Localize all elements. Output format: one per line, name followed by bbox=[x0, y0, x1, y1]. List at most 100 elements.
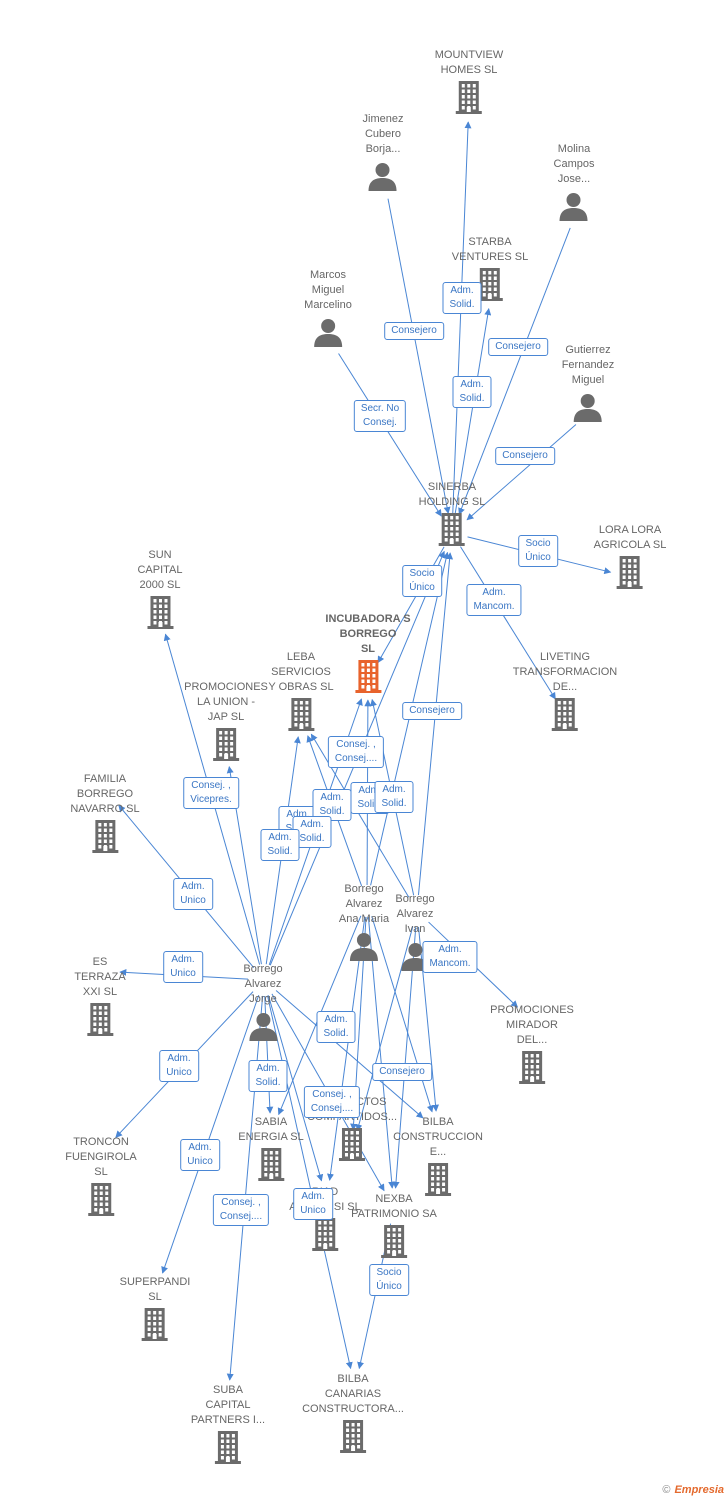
copyright-symbol: © bbox=[662, 1484, 671, 1496]
node-ana[interactable]: Borrego Alvarez Ana Maria bbox=[339, 882, 389, 961]
node-molina[interactable]: Molina Campos Jose... bbox=[553, 142, 595, 221]
node-sabia[interactable]: SABIA ENERGIA SL bbox=[238, 1115, 304, 1181]
building-icon bbox=[380, 1225, 407, 1258]
building-icon bbox=[87, 1003, 113, 1036]
building-icon bbox=[552, 698, 578, 731]
relation-label[interactable]: Consej. , Vicepres. bbox=[183, 777, 239, 809]
node-label: SABIA ENERGIA SL bbox=[238, 1116, 304, 1143]
node-suba[interactable]: SUBA CAPITAL PARTNERS I... bbox=[191, 1383, 265, 1464]
relation-label[interactable]: Consejero bbox=[488, 338, 548, 356]
node-bilba-can[interactable]: BILBA CANARIAS CONSTRUCTORA... bbox=[302, 1372, 404, 1453]
node-starba[interactable]: STARBA VENTURES SL bbox=[452, 235, 528, 301]
node-sun[interactable]: SUN CAPITAL 2000 SL bbox=[137, 548, 183, 629]
relation-label[interactable]: Consejero bbox=[384, 322, 444, 340]
node-incubadora[interactable]: INCUBADORA S BORREGO SL bbox=[325, 612, 411, 693]
node-promociones-union[interactable]: PROMOCIONES LA UNION - JAP SL bbox=[184, 680, 268, 761]
relation-label[interactable]: Consej. , Consej.... bbox=[212, 1194, 270, 1226]
building-icon bbox=[425, 1163, 451, 1196]
relation-label[interactable]: Adm. Mancom. bbox=[422, 941, 478, 973]
relation-label[interactable]: Adm. Solid. bbox=[374, 781, 414, 813]
person-icon bbox=[400, 943, 429, 971]
edge-ivan-to-bilba_c bbox=[418, 926, 439, 1112]
node-label: PROMOCIONES LA UNION - JAP SL bbox=[184, 681, 268, 723]
node-label: LIVETING TRANSFORMACION DE... bbox=[512, 651, 618, 693]
relation-label[interactable]: Adm. Solid. bbox=[452, 376, 492, 408]
node-mountview[interactable]: MOUNTVIEW HOMES SL bbox=[435, 48, 503, 114]
relation-label[interactable]: Adm. Unico bbox=[180, 1139, 220, 1171]
relation-label[interactable]: Socio Único bbox=[402, 565, 442, 597]
edge-ana-to-nexba bbox=[367, 916, 396, 1189]
node-label: NEXBA PATRIMONIO SA bbox=[351, 1193, 437, 1220]
node-troncon[interactable]: TRONCON FUENGIROLA SL bbox=[65, 1135, 137, 1216]
edge-jorge-to-bilba_can bbox=[266, 995, 353, 1370]
edge-jorge-to-bilba_c bbox=[275, 990, 424, 1119]
node-ivan[interactable]: Borrego Alvarez Ivan bbox=[395, 892, 435, 971]
brand-logo[interactable]: Empresia bbox=[674, 1484, 724, 1496]
building-icon bbox=[438, 513, 465, 546]
edge-jorge-to-riad bbox=[267, 995, 324, 1182]
node-mirador[interactable]: PROMOCIONES MIRADOR DEL... bbox=[490, 1003, 574, 1084]
node-liveting[interactable]: LIVETING TRANSFORMACION DE... bbox=[512, 650, 618, 731]
node-familia[interactable]: FAMILIA BORREGO NAVARRO SL bbox=[70, 772, 140, 853]
node-gutierrez[interactable]: Gutierrez Fernandez Miguel bbox=[561, 343, 615, 422]
edge-gutierrez-to-sinerba bbox=[466, 424, 577, 521]
node-bilba-c[interactable]: BILBA CONSTRUCCION E... bbox=[393, 1115, 483, 1196]
node-label: MOUNTVIEW HOMES SL bbox=[434, 49, 504, 76]
person-icon bbox=[369, 163, 397, 191]
edge-jorge-to-superpandi bbox=[161, 994, 260, 1274]
building-icon bbox=[147, 596, 173, 629]
relation-label[interactable]: Consejero bbox=[372, 1063, 432, 1081]
node-label: Molina Campos Jose... bbox=[553, 143, 595, 185]
relation-label[interactable]: Adm. Unico bbox=[293, 1188, 333, 1220]
node-label: ES TERRAZA XXI SL bbox=[74, 956, 126, 998]
node-jorge[interactable]: Borrego Alvarez Jorge bbox=[243, 962, 283, 1041]
relation-label[interactable]: Adm. Solid. bbox=[248, 1060, 288, 1092]
relation-label[interactable]: Adm. Unico bbox=[163, 951, 203, 983]
relation-label[interactable]: Socio Único bbox=[518, 535, 558, 567]
relation-label[interactable]: Adm. Solid. bbox=[442, 282, 482, 314]
relation-label[interactable]: Adm. Unico bbox=[159, 1050, 199, 1082]
relation-label[interactable]: Adm. Solid. bbox=[260, 829, 300, 861]
relation-label[interactable]: Secr. No Consej. bbox=[353, 400, 407, 432]
building-icon bbox=[476, 268, 503, 301]
node-sinerba[interactable]: SINERBA HOLDING SL bbox=[419, 480, 485, 546]
relation-label[interactable]: Adm. Solid. bbox=[312, 789, 352, 821]
node-superpandi[interactable]: SUPERPANDI SL bbox=[119, 1275, 191, 1341]
node-label: Jimenez Cubero Borja... bbox=[362, 113, 404, 155]
relation-label[interactable]: Consejero bbox=[402, 702, 462, 720]
node-label: PROMOCIONES MIRADOR DEL... bbox=[490, 1004, 574, 1046]
edge-marcos-to-sinerba bbox=[338, 353, 442, 517]
node-jimenez[interactable]: Jimenez Cubero Borja... bbox=[362, 112, 404, 191]
building-icon bbox=[257, 1148, 284, 1181]
building-icon bbox=[212, 728, 239, 761]
node-label: BILBA CONSTRUCCION E... bbox=[393, 1116, 483, 1158]
node-nexba[interactable]: NEXBA PATRIMONIO SA bbox=[351, 1192, 437, 1258]
relation-label[interactable]: Consejero bbox=[495, 447, 555, 465]
edge-jimenez-to-sinerba bbox=[387, 198, 451, 515]
node-label: INCUBADORA S BORREGO SL bbox=[325, 613, 411, 655]
node-label: Gutierrez Fernandez Miguel bbox=[561, 344, 615, 386]
node-label: BILBA CANARIAS CONSTRUCTORA... bbox=[302, 1373, 404, 1415]
person-icon bbox=[248, 1013, 277, 1041]
edge-ivan-to-proyectos bbox=[355, 926, 414, 1132]
node-label: TRONCON FUENGIROLA SL bbox=[65, 1136, 137, 1178]
building-icon bbox=[338, 1128, 365, 1161]
relation-label[interactable]: Socio Único bbox=[369, 1264, 409, 1296]
building-icon bbox=[518, 1051, 545, 1084]
relation-label[interactable]: Adm. Solid. bbox=[316, 1011, 356, 1043]
building-icon bbox=[87, 1183, 114, 1216]
node-lora[interactable]: LORA LORA AGRICOLA SL bbox=[594, 523, 666, 589]
relation-label[interactable]: Adm. Unico bbox=[173, 878, 213, 910]
footer: ©Empresia bbox=[662, 1484, 724, 1496]
node-leba[interactable]: LEBA SERVICIOS Y OBRAS SL bbox=[268, 650, 334, 731]
node-es-terraza[interactable]: ES TERRAZA XXI SL bbox=[74, 955, 126, 1036]
edge-sinerba-to-liveting bbox=[460, 546, 556, 700]
edge-ivan-to-leba bbox=[310, 733, 410, 898]
node-label: SUPERPANDI SL bbox=[119, 1276, 191, 1303]
node-marcos[interactable]: Marcos Miguel Marcelino bbox=[304, 268, 352, 347]
relation-label[interactable]: Consej. , Consej.... bbox=[303, 1086, 361, 1118]
edge-sinerba-to-mountview bbox=[452, 121, 472, 518]
relation-label[interactable]: Adm. Mancom. bbox=[466, 584, 522, 616]
node-label: Borrego Alvarez Ana Maria bbox=[338, 883, 390, 925]
relation-label[interactable]: Consej. , Consej.... bbox=[327, 736, 385, 768]
